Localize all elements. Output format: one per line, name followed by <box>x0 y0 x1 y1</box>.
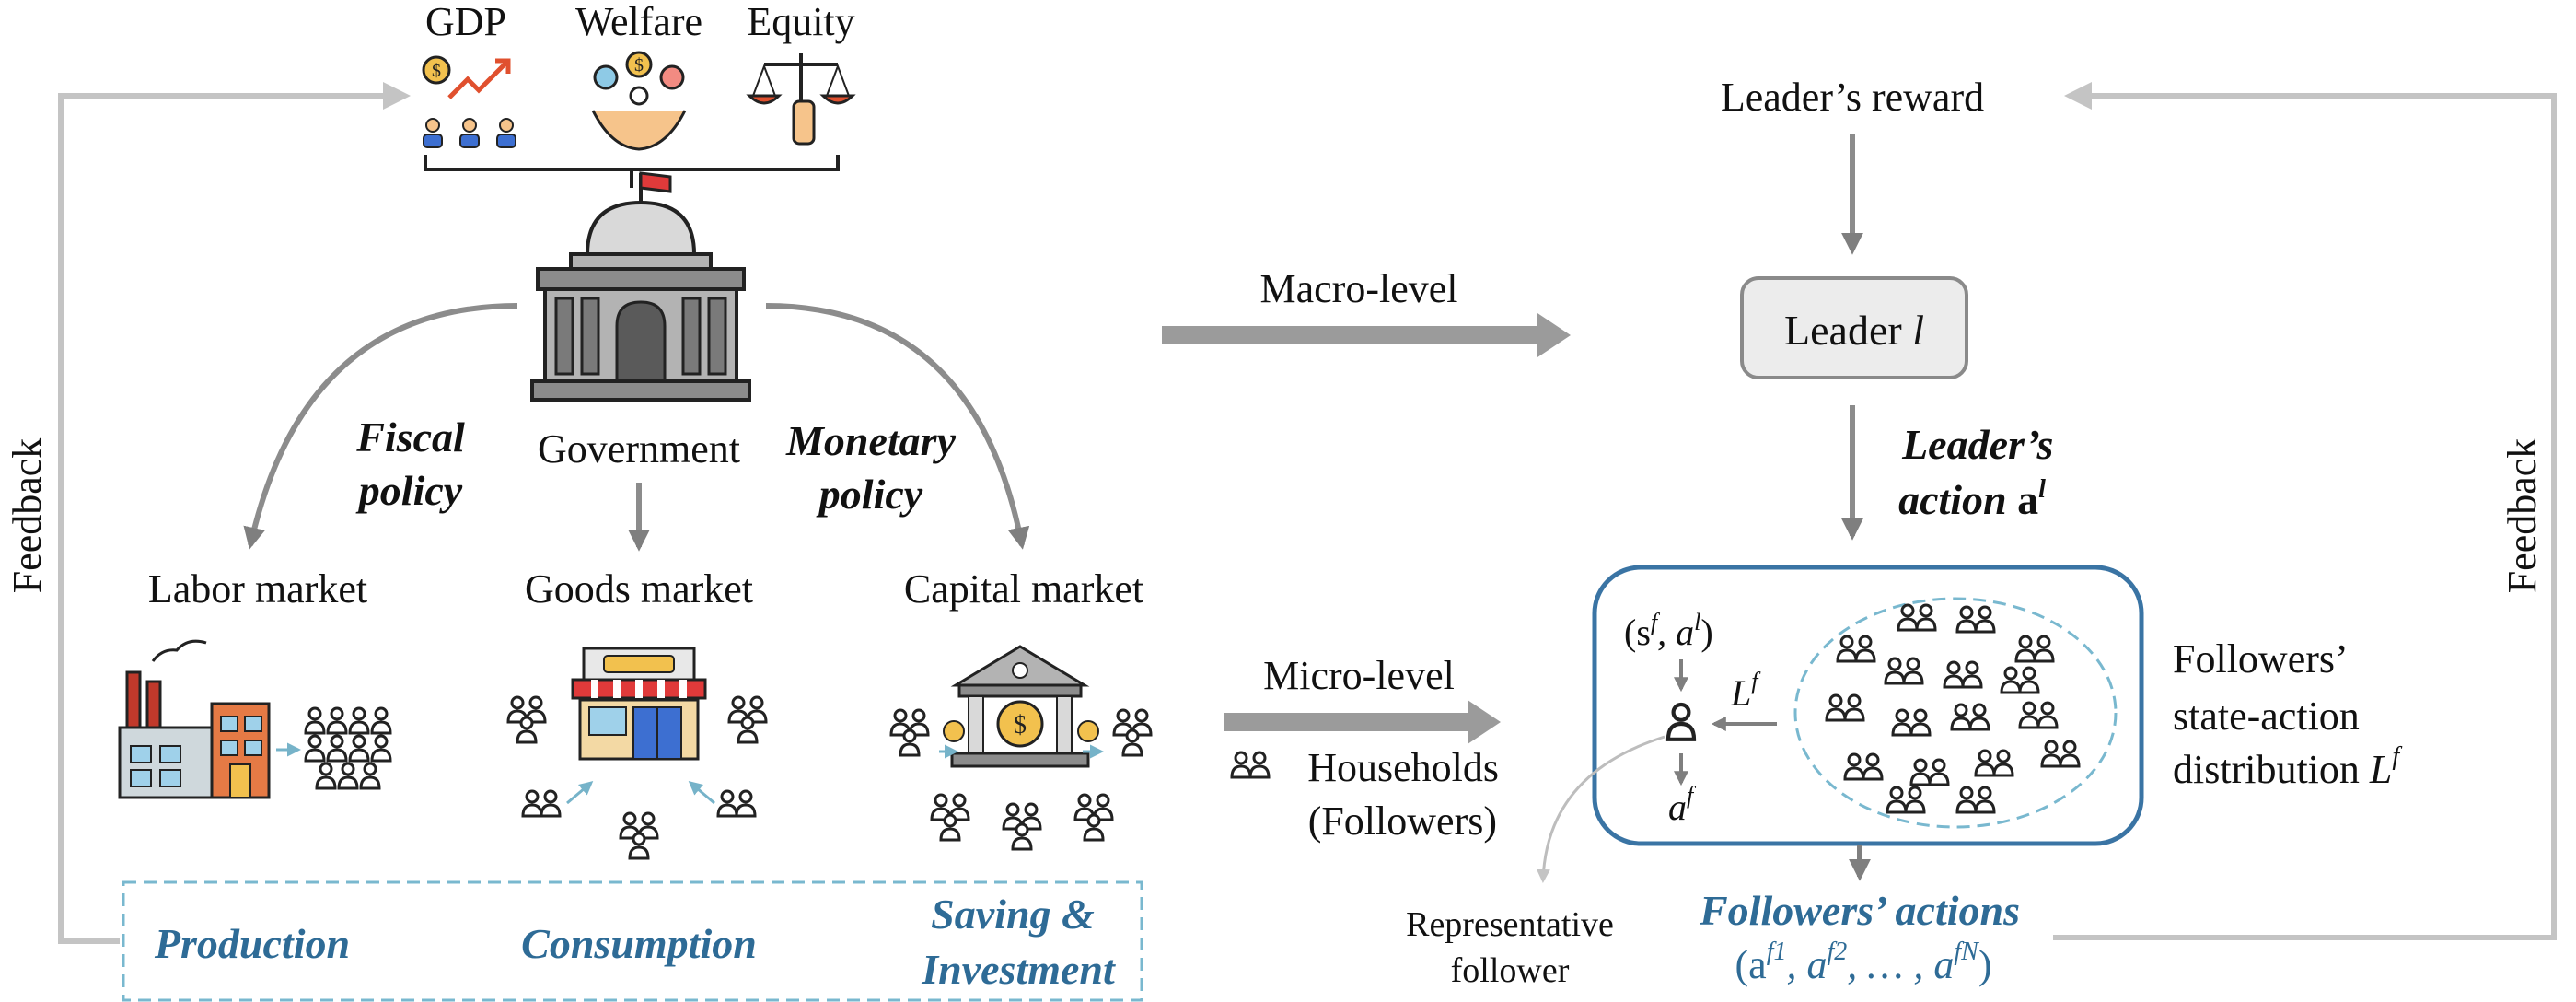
government-building-icon <box>530 171 751 402</box>
representative-follower-pointer <box>1536 735 1665 883</box>
leader-action-label: Leader’s action al <box>1898 421 2064 523</box>
follower-action-symbol: af <box>1668 782 1697 828</box>
feedback-label-left: Feedback <box>5 438 50 594</box>
macro-level-label: Macro-level <box>1260 266 1458 311</box>
right-feedback-loop <box>2053 82 2557 940</box>
labor-market-label: Labor market <box>148 566 367 612</box>
households-label: Households(Followers) <box>1307 745 1499 844</box>
micro-level-arrow <box>1224 700 1501 744</box>
svg-text:$: $ <box>634 55 644 76</box>
followers-actions-title: Followers’ actions <box>1699 887 2020 934</box>
capital-market-label: Capital market <box>904 566 1143 612</box>
policy-arrows <box>243 303 1030 552</box>
followers-population-ellipse <box>1793 597 2118 829</box>
followers-actions-tuple: (af1, af2, … , afN) <box>1735 938 1992 987</box>
store-icon <box>571 647 707 761</box>
objectives-bracket <box>424 155 840 188</box>
government-label: Government <box>538 426 740 472</box>
factory-icon <box>118 639 271 799</box>
leader-reward-label: Leader’s reward <box>1721 75 1984 120</box>
bank-icon: $ <box>950 645 1090 768</box>
workers-crowd-icon <box>304 706 392 790</box>
shoppers-icons <box>508 697 766 858</box>
left-feedback-loop <box>58 82 411 944</box>
equity-icon <box>746 53 856 146</box>
feedback-label-right: Feedback <box>2500 438 2545 594</box>
objective-welfare-label: Welfare <box>575 0 702 44</box>
investors-icons <box>891 710 1151 849</box>
welfare-icon: $ <box>591 51 687 151</box>
leader-box <box>1740 276 1968 379</box>
objective-gdp-label: GDP <box>425 0 506 44</box>
svg-text:$: $ <box>432 61 441 81</box>
households-icon <box>1232 752 1269 777</box>
svg-text:$: $ <box>1014 711 1027 740</box>
production-label: Production <box>154 920 350 967</box>
goods-market-label: Goods market <box>525 566 753 612</box>
distribution-symbol-in-box: Lf <box>1730 668 1761 714</box>
followers-distribution-label: Followers’ state-action distribution Lf <box>2173 636 2402 792</box>
activities-box <box>122 880 1143 1002</box>
objective-equity-label: Equity <box>747 0 854 44</box>
gdp-icon: $ <box>422 55 516 148</box>
micro-level-label: Micro-level <box>1263 653 1455 698</box>
macro-level-arrow <box>1162 313 1571 357</box>
follower-state-input: (sf, al) <box>1624 609 1713 653</box>
leader-box-label: Leader l <box>1784 307 1924 354</box>
saving-investment-label: Saving &Investment <box>921 891 1116 993</box>
consumption-label: Consumption <box>521 920 757 967</box>
